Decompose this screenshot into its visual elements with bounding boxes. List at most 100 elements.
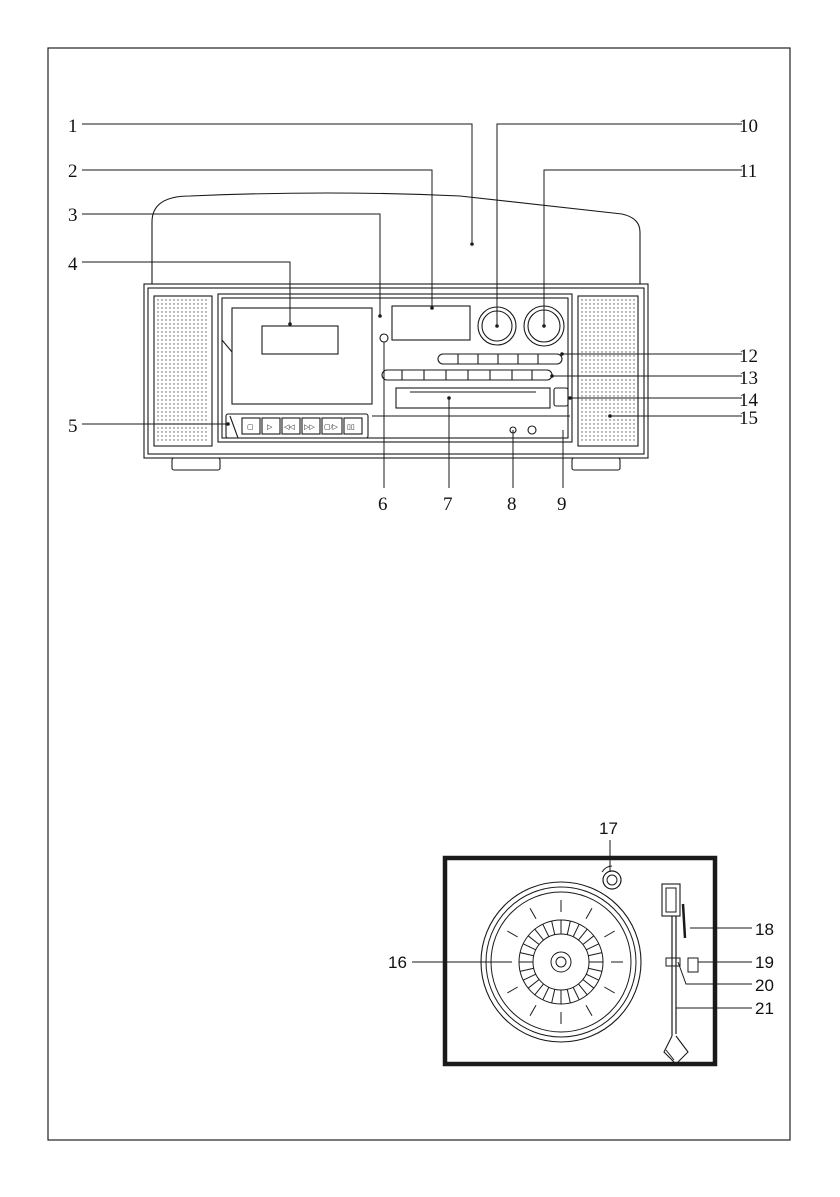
mesh-dot <box>609 315 610 316</box>
mesh-dot <box>197 435 198 436</box>
mesh-dot <box>197 427 198 428</box>
mesh-dot <box>601 427 602 428</box>
mesh-dot <box>201 335 202 336</box>
platter-ticks <box>499 900 623 1024</box>
mesh-dot <box>161 419 162 420</box>
label-tick <box>573 987 579 1000</box>
mesh-dot <box>205 347 206 348</box>
mesh-dot <box>613 395 614 396</box>
mesh-dot <box>193 395 194 396</box>
mesh-dot <box>585 335 586 336</box>
mesh-dot <box>585 411 586 412</box>
mesh-dot <box>185 303 186 304</box>
mesh-dot <box>165 327 166 328</box>
mesh-dot <box>161 395 162 396</box>
mesh-dot <box>197 343 198 344</box>
mesh-dot <box>177 363 178 364</box>
mesh-dot <box>201 311 202 312</box>
mesh-dot <box>181 383 182 384</box>
mesh-dot <box>173 387 174 388</box>
mesh-dot <box>185 439 186 440</box>
mesh-dot <box>633 323 634 324</box>
mesh-dot <box>585 331 586 332</box>
mesh-dot <box>613 323 614 324</box>
cassette-glyphs: ▢ ▷ ◁◁ ▷▷ ▢/▷ ▯▯ <box>247 423 355 431</box>
mesh-dot <box>205 331 206 332</box>
mesh-dot <box>617 431 618 432</box>
mesh-dot <box>629 383 630 384</box>
mesh-dot <box>633 319 634 320</box>
mesh-dot <box>197 319 198 320</box>
mesh-dot <box>189 379 190 380</box>
mesh-dot <box>613 431 614 432</box>
mesh-dot <box>617 407 618 408</box>
mesh-dot <box>621 395 622 396</box>
mesh-dot <box>617 315 618 316</box>
mesh-dot <box>633 379 634 380</box>
mesh-dot <box>589 363 590 364</box>
mesh-dot <box>613 411 614 412</box>
mesh-dot <box>581 303 582 304</box>
turntable-label-19: 19 <box>755 953 774 972</box>
mesh-dot <box>593 335 594 336</box>
mesh-dot <box>625 379 626 380</box>
stereo-label-3: 3 <box>68 205 78 226</box>
mesh-dot <box>205 327 206 328</box>
stereo-label-6: 6 <box>378 494 388 515</box>
mesh-dot <box>169 315 170 316</box>
mesh-dot <box>185 387 186 388</box>
mesh-dot <box>189 331 190 332</box>
cassette-bar-edge <box>230 416 238 438</box>
mesh-dot <box>605 435 606 436</box>
mesh-dot <box>633 351 634 352</box>
mesh-dot <box>177 407 178 408</box>
mesh-dot <box>185 415 186 416</box>
mesh-dot <box>173 395 174 396</box>
mesh-dot <box>173 331 174 332</box>
mesh-dot <box>585 371 586 372</box>
mesh-dot <box>609 387 610 388</box>
mesh-dot <box>581 439 582 440</box>
mesh-dot <box>621 399 622 400</box>
mesh-dot <box>589 331 590 332</box>
mesh-dot <box>593 371 594 372</box>
mesh-dot <box>629 367 630 368</box>
mesh-dot <box>157 339 158 340</box>
mesh-dot <box>193 303 194 304</box>
mesh-dot <box>205 359 206 360</box>
mesh-dot <box>633 407 634 408</box>
label-tick <box>586 974 599 980</box>
mesh-dot <box>597 303 598 304</box>
stereo-label-5: 5 <box>68 416 78 437</box>
mesh-dot <box>625 439 626 440</box>
mesh-dot <box>185 327 186 328</box>
mesh-dot <box>585 435 586 436</box>
mesh-dot <box>165 323 166 324</box>
mesh-dot <box>589 395 590 396</box>
mesh-dot <box>181 387 182 388</box>
stereo-label-7: 7 <box>443 494 453 515</box>
mesh-dot <box>181 355 182 356</box>
mesh-dot <box>169 435 170 436</box>
mesh-dot <box>197 411 198 412</box>
mesh-dot <box>581 307 582 308</box>
mesh-dot <box>161 391 162 392</box>
mesh-dot <box>197 395 198 396</box>
mesh-dot <box>605 307 606 308</box>
mesh-dot <box>609 299 610 300</box>
mesh-dot <box>625 347 626 348</box>
mesh-dot <box>165 383 166 384</box>
mesh-dot <box>157 359 158 360</box>
mesh-dot <box>581 383 582 384</box>
mesh-dot <box>617 355 618 356</box>
mesh-dot <box>605 315 606 316</box>
mesh-dot <box>601 431 602 432</box>
mesh-dot <box>197 335 198 336</box>
mesh-dot <box>161 411 162 412</box>
mesh-dot <box>617 371 618 372</box>
mesh-dot <box>157 411 158 412</box>
mesh-dot <box>161 415 162 416</box>
mesh-dot <box>205 335 206 336</box>
mesh-dot <box>173 439 174 440</box>
mesh-dot <box>201 331 202 332</box>
